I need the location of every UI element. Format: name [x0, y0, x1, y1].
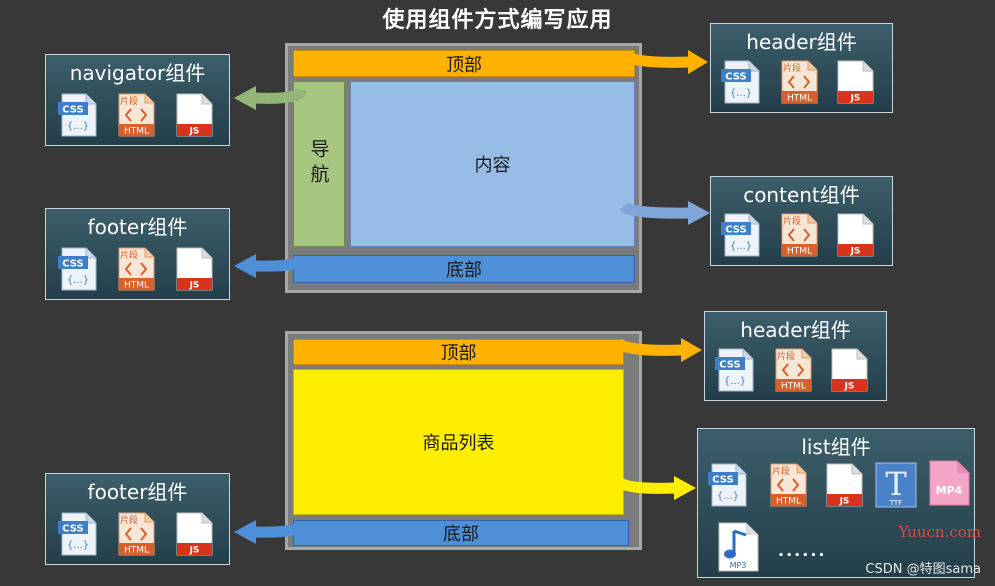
- card-title: list组件: [801, 435, 871, 459]
- card-title: footer组件: [87, 480, 188, 504]
- watermark-site: Yuucn.com: [898, 523, 981, 541]
- css-file-icon: [58, 93, 98, 137]
- arrow-head-header2: [681, 338, 702, 362]
- arrow-head-navigator: [234, 86, 256, 110]
- region-top: 顶部: [293, 339, 624, 365]
- card-title: header组件: [746, 30, 857, 54]
- arrow-to-footer1: [254, 255, 309, 272]
- html-snippet-icon: [768, 463, 808, 507]
- arrow-head-header1: [688, 50, 708, 74]
- diagram-title: 使用组件方式编写应用: [382, 8, 613, 33]
- js-file-icon: [835, 213, 875, 257]
- card-title: navigator组件: [69, 61, 206, 85]
- watermark-credit: CSDN @特图sama: [865, 562, 981, 577]
- js-file-icon: [835, 60, 875, 104]
- header-component-card-1: header组件: [710, 23, 893, 113]
- more-ellipsis: ......: [778, 541, 827, 560]
- css-file-icon: [58, 512, 98, 556]
- card-title: content组件: [743, 183, 860, 207]
- footer-component-card-1: footer组件: [45, 208, 230, 300]
- arrow-to-list: [613, 476, 677, 494]
- region-nav: 导航: [293, 81, 345, 247]
- navigator-component-card: navigator组件: [45, 54, 230, 146]
- mp3-label: MP3: [730, 561, 747, 570]
- css-file-icon: [715, 348, 755, 392]
- arrow-head-footer1: [234, 254, 256, 278]
- html-snippet-icon: [116, 247, 156, 291]
- list-component-card: list组件 T TTF MP4 MP3 ......: [697, 428, 975, 578]
- page-layout-1: 顶部 导航 内容 底部: [285, 43, 642, 293]
- header-component-card-2: header组件: [704, 311, 887, 401]
- card-title: footer组件: [87, 215, 188, 239]
- css-file-icon: [721, 60, 761, 104]
- region-top: 顶部: [293, 50, 635, 77]
- js-file-icon: [174, 93, 214, 137]
- arrow-head-footer2: [234, 520, 256, 544]
- arrow-to-footer2: [254, 521, 307, 538]
- page-layout-2: 顶部 商品列表 底部: [285, 331, 642, 550]
- ttf-font-icon: T TTF: [875, 462, 917, 508]
- arrow-to-content: [619, 201, 691, 219]
- mp3-audio-icon: MP3: [718, 522, 759, 572]
- html-snippet-icon: [779, 213, 819, 257]
- mp4-label: MP4: [936, 484, 963, 497]
- css-file-icon: [708, 463, 748, 507]
- js-file-icon: [829, 348, 869, 392]
- card-title: header组件: [740, 318, 851, 342]
- region-footer: 底部: [293, 255, 635, 283]
- js-file-icon: [174, 247, 214, 291]
- css-file-icon: [58, 247, 98, 291]
- html-snippet-icon: [116, 93, 156, 137]
- js-file-icon: [824, 463, 864, 507]
- html-snippet-icon: [773, 348, 813, 392]
- svg-text:T: T: [885, 465, 907, 503]
- arrow-to-navigator: [254, 87, 308, 104]
- arrow-to-header1: [623, 51, 691, 68]
- css-file-icon: [721, 213, 761, 257]
- arrow-head-content: [688, 201, 710, 225]
- arrow-to-header2: [614, 338, 684, 356]
- mp4-video-icon: MP4: [929, 460, 970, 506]
- html-snippet-icon: [779, 60, 819, 104]
- html-snippet-icon: [116, 512, 156, 556]
- region-content: 内容: [350, 81, 635, 247]
- footer-component-card-2: footer组件: [45, 473, 230, 565]
- arrow-head-list: [674, 476, 696, 500]
- region-product-list: 商品列表: [293, 369, 624, 515]
- js-file-icon: [174, 512, 214, 556]
- content-component-card: content组件: [710, 176, 893, 266]
- ttf-label: TTF: [889, 499, 902, 507]
- region-footer: 底部: [293, 520, 629, 546]
